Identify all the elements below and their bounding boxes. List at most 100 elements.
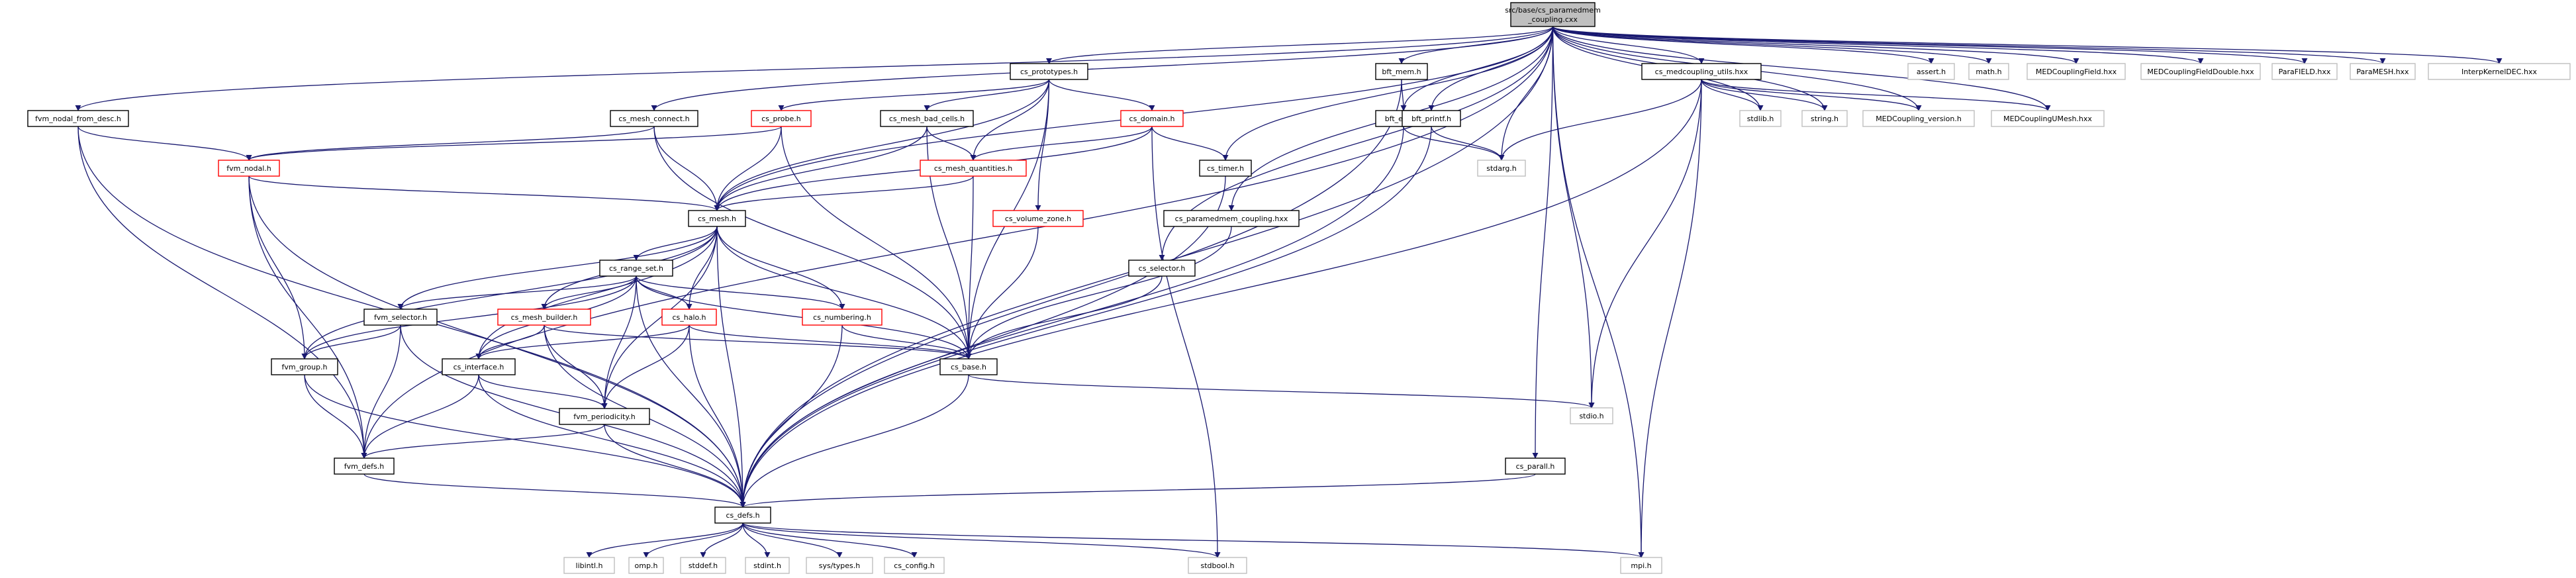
node-label: cs_mesh_quantities.h	[934, 164, 1012, 173]
node-label: assert.h	[1917, 68, 1946, 76]
node-label: cs_timer.h	[1207, 164, 1244, 173]
node-cs_mesh[interactable]: cs_mesh.h	[688, 210, 746, 227]
node-stdio: stdio.h	[1570, 407, 1613, 424]
node-box	[688, 210, 746, 227]
node-box	[1907, 63, 1955, 80]
node-bft_mem[interactable]: bft_mem.h	[1375, 63, 1428, 80]
edge-bft_printf-to-cs_defs	[739, 126, 1432, 508]
edge-fvm_nodal-to-fvm_group	[248, 175, 308, 360]
node-ParaFIELD: ParaFIELD.hxx	[2271, 63, 2338, 80]
node-fvm_defs[interactable]: fvm_defs.h	[334, 458, 395, 475]
node-box	[1128, 260, 1196, 277]
edge-fvm_periodicity-to-cs_defs	[604, 424, 746, 508]
node-cs_mesh_builder[interactable]: cs_mesh_builder.h	[497, 309, 591, 326]
edge-cs_range_set-to-fvm_periodicity	[601, 275, 637, 409]
node-cs_selector[interactable]: cs_selector.h	[1128, 260, 1196, 277]
node-MEDCouplingUMesh: MEDCouplingUMesh.hxx	[1991, 110, 2105, 127]
edge-fvm_periodicity-to-fvm_defs	[361, 424, 605, 459]
edge-cs_defs-to-stdbool	[742, 522, 1221, 558]
edge-cs_defs-to-stdint	[742, 522, 771, 558]
node-label: stdint.h	[753, 561, 781, 570]
node-box	[271, 358, 338, 375]
edge-cs_mesh_quantities-to-cs_mesh	[714, 175, 974, 211]
node-label: omp.h	[635, 561, 658, 570]
node-label: cs_volume_zone.h	[1005, 215, 1071, 223]
edge-cs_selector-to-cs_base	[965, 275, 1163, 360]
node-cs_paramedmem_coupling[interactable]: cs_paramedmem_coupling.hxx	[1163, 210, 1300, 227]
edge-fvm_group-to-cs_defs	[304, 374, 746, 508]
node-cs_mesh_quantities[interactable]: cs_mesh_quantities.h	[920, 160, 1027, 177]
node-cs_parall[interactable]: cs_parall.h	[1505, 458, 1566, 475]
node-fvm_nodal[interactable]: fvm_nodal.h	[218, 160, 280, 177]
node-root[interactable]: src/base/cs_paramedmem_coupling.cxx	[1505, 2, 1601, 27]
node-fvm_nodal_from_desc[interactable]: fvm_nodal_from_desc.h	[27, 110, 129, 127]
node-cs_medcoupling_utils[interactable]: cs_medcoupling_utils.hxx	[1641, 63, 1762, 80]
node-libintl: libintl.h	[563, 557, 615, 574]
node-label: MEDCouplingUMesh.hxx	[2003, 115, 2092, 123]
node-stdint: stdint.h	[745, 557, 790, 574]
node-cs_mesh_connect[interactable]: cs_mesh_connect.h	[610, 110, 698, 127]
node-label: cs_mesh_bad_cells.h	[889, 115, 965, 123]
node-cs_probe[interactable]: cs_probe.h	[751, 110, 812, 127]
node-fvm_group[interactable]: fvm_group.h	[271, 358, 338, 375]
node-box	[334, 458, 395, 475]
edge-cs_mesh-to-fvm_periodicity	[601, 226, 718, 409]
node-cs_halo[interactable]: cs_halo.h	[661, 309, 717, 326]
node-stdbool: stdbool.h	[1188, 557, 1247, 574]
edge-cs_range_set-to-fvm_group	[301, 275, 637, 360]
edge-cs_range_set-to-cs_defs	[636, 275, 746, 508]
edge-root-to-stdio	[1552, 26, 1595, 409]
edge-cs_mesh_bad_cells-to-cs_mesh	[714, 126, 928, 211]
edge-cs_defs-to-cs_config	[742, 522, 918, 558]
node-cs_domain[interactable]: cs_domain.h	[1120, 110, 1184, 127]
edge-fvm_nodal_from_desc-to-fvm_defs	[77, 126, 367, 459]
node-bft_printf[interactable]: bft_printf.h	[1402, 110, 1461, 127]
edge-cs_mesh_bad_cells-to-cs_mesh_quantities	[926, 126, 977, 161]
edge-cs_base-to-stdio	[968, 374, 1595, 409]
node-label: cs_parall.h	[1516, 462, 1555, 471]
edge-cs_defs-to-stddef	[700, 522, 743, 558]
node-cs_defs[interactable]: cs_defs.h	[714, 506, 771, 524]
node-box	[363, 309, 438, 326]
node-omp: omp.h	[628, 557, 664, 574]
node-label: mpi.h	[1631, 561, 1651, 570]
node-cs_interface[interactable]: cs_interface.h	[442, 358, 516, 375]
node-MEDCouplingField: MEDCouplingField.hxx	[2027, 63, 2126, 80]
edge-root-to-ParaMESH	[1552, 26, 2386, 64]
node-cs_numbering[interactable]: cs_numbering.h	[802, 309, 883, 326]
node-cs_volume_zone[interactable]: cs_volume_zone.h	[992, 210, 1084, 227]
edge-fvm_group-to-fvm_defs	[304, 374, 367, 459]
node-box	[714, 506, 771, 524]
edge-root-to-cs_timer	[1222, 26, 1554, 161]
edge-cs_medcoupling_utils-to-mpi	[1638, 79, 1702, 558]
edge-cs_paramedmem_coupling-to-cs_base	[965, 226, 1232, 360]
node-box	[563, 557, 615, 574]
node-label: stdarg.h	[1486, 164, 1517, 173]
edge-fvm_nodal-to-cs_defs	[248, 175, 746, 508]
node-label: cs_halo.h	[672, 313, 706, 322]
node-cs_mesh_bad_cells[interactable]: cs_mesh_bad_cells.h	[880, 110, 974, 127]
edge-cs_prototypes-to-cs_mesh_quantities	[970, 79, 1050, 161]
node-fvm_periodicity[interactable]: fvm_periodicity.h	[559, 408, 650, 425]
edge-root-to-math	[1552, 26, 1992, 64]
node-label: _coupling.cxx	[1527, 15, 1578, 24]
node-cs_range_set[interactable]: cs_range_set.h	[599, 260, 673, 277]
edge-cs_prototypes-to-cs_probe	[778, 79, 1050, 111]
node-stdarg: stdarg.h	[1477, 160, 1526, 177]
node-cs_timer[interactable]: cs_timer.h	[1199, 160, 1252, 177]
edge-bft_mem-to-cs_defs	[739, 79, 1402, 508]
node-fvm_selector[interactable]: fvm_selector.h	[363, 309, 438, 326]
node-box	[1801, 110, 1848, 127]
node-box	[599, 260, 673, 277]
node-label: MEDCouplingFieldDouble.hxx	[2147, 68, 2254, 76]
node-box	[680, 557, 726, 574]
node-box	[806, 557, 873, 574]
edge-fvm_selector-to-fvm_defs	[361, 324, 401, 459]
edge-cs_defs-to-mpi	[742, 522, 1645, 558]
node-cs_prototypes[interactable]: cs_prototypes.h	[1010, 63, 1088, 80]
node-box	[920, 160, 1027, 177]
node-MEDCouplingFieldDouble: MEDCouplingFieldDouble.hxx	[2140, 63, 2261, 80]
node-box	[610, 110, 698, 127]
node-cs_base[interactable]: cs_base.h	[939, 358, 998, 375]
edge-root-to-cs_medcoupling_utils	[1552, 26, 1705, 64]
